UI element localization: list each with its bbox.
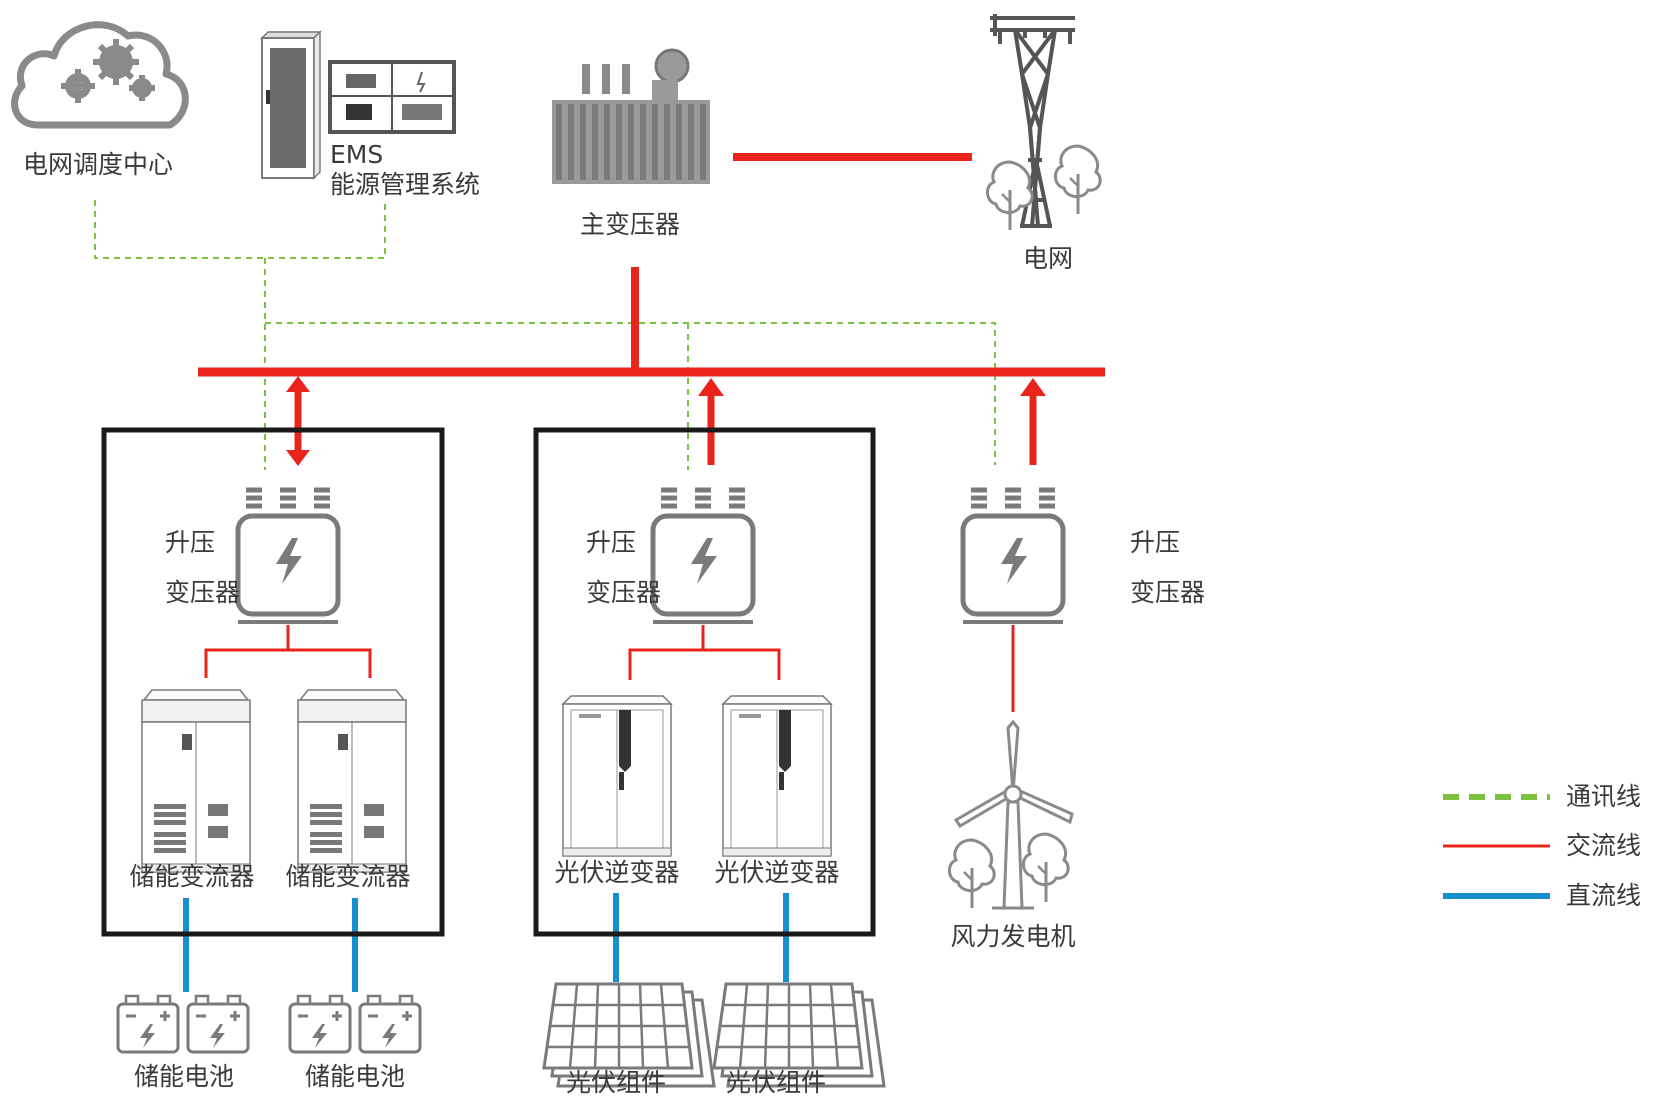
dispatch-center-label: 电网调度中心 [22,150,174,179]
legend [1443,794,1550,899]
step-up-3-label-a: 升压 [1130,528,1181,557]
step-up-transformer-icon-1 [238,490,338,622]
battery-1-label: 储能电池 [133,1062,235,1091]
dc-lines [183,893,789,992]
wind-turbine-icon [953,719,1074,910]
tree-icon [1053,144,1102,216]
battery-icon [186,994,250,1054]
step-up-1-label-a: 升压 [165,528,216,557]
main-transformer-label: 主变压器 [579,210,681,239]
pv-module-1-label: 光伏组件 [565,1068,667,1097]
ems-monitor-icon [328,60,456,134]
wind-turbine-label: 风力发电机 [950,922,1076,951]
step-up-transformer-icon-2 [653,490,753,622]
tree-icon [947,838,996,910]
main-transformer-icon [552,48,710,184]
inverter-1-label: 光伏逆变器 [554,858,680,887]
battery-icon [116,994,180,1054]
pv-inverter-icon-2 [722,695,832,857]
pcs-cabinet-icon-2 [297,689,407,873]
step-up-1-label-b: 变压器 [165,578,241,607]
legend-dc-label: 直流线 [1566,881,1642,910]
battery-icon [358,994,422,1054]
ems-label-line1: EMS [330,140,384,169]
pv-inverter-icon-1 [562,695,672,857]
pcs-2-label: 储能变流器 [285,862,411,891]
tree-icon [1021,832,1070,904]
grid-label: 电网 [1022,244,1074,273]
battery-2-label: 储能电池 [304,1062,406,1091]
server-rack-icon [260,30,322,180]
step-up-transformer-icon-3 [963,490,1063,622]
inverter-2-label: 光伏逆变器 [714,858,840,887]
comm-lines [94,200,996,470]
pcs-1-label: 储能变流器 [129,862,255,891]
step-up-2-label-a: 升压 [586,528,637,557]
cloud-gears-icon [11,21,189,129]
tree-icon [985,160,1034,232]
ac-lines [198,153,1105,712]
step-up-2-label-b: 变压器 [586,578,662,607]
legend-comm-label: 通讯线 [1566,782,1642,811]
step-up-3-label-b: 变压器 [1130,578,1206,607]
storage-group-box [101,427,445,937]
pv-group-box [533,427,876,937]
pcs-cabinet-icon-1 [141,689,251,873]
pv-module-2-label: 光伏组件 [725,1068,827,1097]
ems-label-line2: 能源管理系统 [330,170,481,199]
transmission-tower-icon [990,14,1075,228]
battery-icon [288,994,352,1054]
legend-ac-label: 交流线 [1566,831,1642,860]
